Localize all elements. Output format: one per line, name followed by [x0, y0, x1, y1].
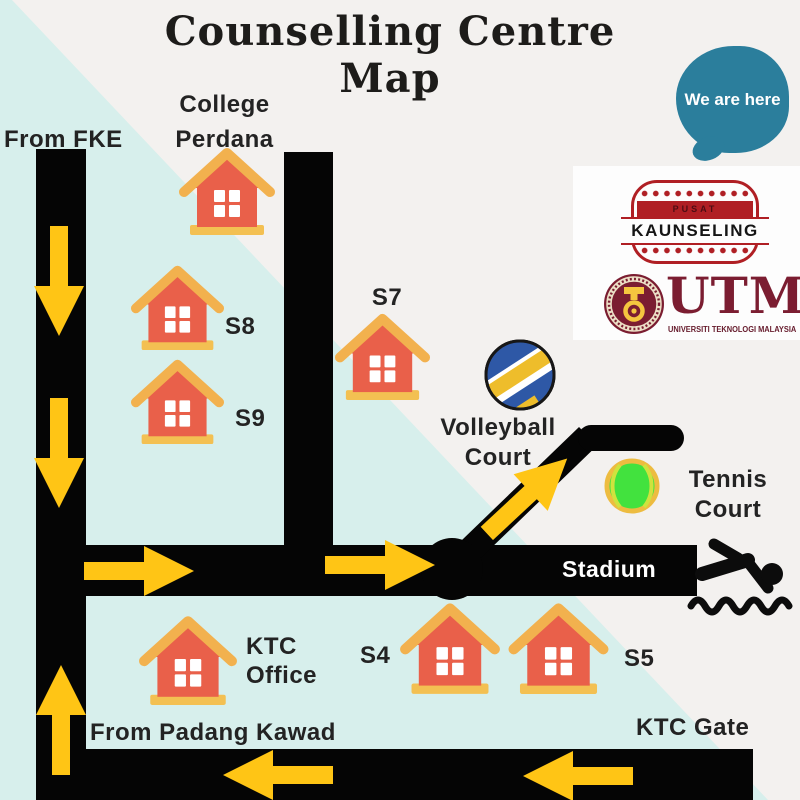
house-icon: [334, 313, 431, 401]
building-s5: [506, 594, 611, 695]
arrow-left-1: [223, 747, 333, 800]
route-arrow-icon: [34, 398, 84, 508]
label-tennis-court: Tennis Court: [688, 466, 768, 523]
arrow-down-2: [31, 398, 87, 508]
route-arrow-icon: [325, 540, 435, 590]
badge-dots-top: [639, 189, 751, 198]
roundabout: [421, 538, 483, 600]
route-arrow-icon: [34, 226, 84, 336]
label-s8: S8: [225, 313, 256, 340]
road-bottom-horizontal: [36, 749, 753, 800]
house-icon: [130, 359, 225, 445]
building-ktc-office: [137, 607, 239, 706]
label-stadium: Stadium: [562, 556, 657, 582]
arrow-left-2: [523, 748, 633, 800]
route-arrow-icon: [36, 665, 86, 775]
arrow-down-1: [31, 226, 87, 336]
utm-emblem-icon: [603, 273, 665, 335]
kaunseling-banner: KAUNSELING: [621, 217, 769, 245]
arrow-diagonal-to-volleyball: [468, 438, 587, 554]
we-are-here-bubble: We are here: [676, 46, 789, 153]
label-volleyball-court: Volleyball Court: [440, 414, 556, 471]
building-s4: [398, 594, 502, 695]
route-arrow-icon: [523, 751, 633, 800]
label-s4: S4: [360, 642, 391, 669]
logo-panel: PUSAT KAUNSELING UTM UNIVERSITI TEKNOLOG…: [573, 166, 800, 340]
page-title: Counselling Centre Map: [164, 8, 616, 103]
house-icon: [508, 603, 609, 694]
utm-subtitle: UNIVERSITI TEKNOLOGI MALAYSIA: [668, 325, 797, 334]
volleyball-icon: [483, 338, 557, 412]
tennis-ball-icon: [604, 458, 660, 514]
building-college-perdana: [177, 139, 277, 236]
house-icon: [139, 616, 237, 705]
label-college-perdana: College Perdana: [175, 91, 274, 153]
arrow-up-from-padang-kawad: [33, 665, 89, 775]
label-ktc-office: KTC Office: [246, 633, 318, 689]
badge-dots-bottom: [639, 246, 751, 255]
label-s9: S9: [235, 405, 266, 432]
arrow-right-2: [325, 537, 435, 593]
label-s5: S5: [624, 645, 655, 672]
road-volleyball-court: [578, 425, 684, 451]
route-arrow-icon: [84, 546, 194, 596]
arrow-right-1: [84, 543, 194, 599]
house-icon: [130, 265, 225, 351]
route-arrow-icon: [223, 750, 333, 800]
building-s7: [333, 305, 432, 401]
label-from-fke: From FKE: [4, 126, 123, 153]
we-are-here-text: We are here: [684, 89, 781, 109]
route-arrow-icon: [480, 458, 568, 541]
building-s9: [129, 351, 226, 445]
pusat-band: PUSAT: [637, 201, 753, 218]
house-icon: [179, 148, 275, 235]
house-icon: [400, 603, 500, 694]
utm-wordmark: UTM: [666, 266, 800, 325]
swimmer-icon: [686, 536, 796, 622]
building-s8: [129, 257, 226, 351]
label-s7: S7: [371, 284, 403, 311]
label-from-padang-kawad: From Padang Kawad: [90, 719, 336, 746]
road-middle-vertical: [284, 152, 333, 562]
label-ktc-gate: KTC Gate: [636, 714, 750, 741]
